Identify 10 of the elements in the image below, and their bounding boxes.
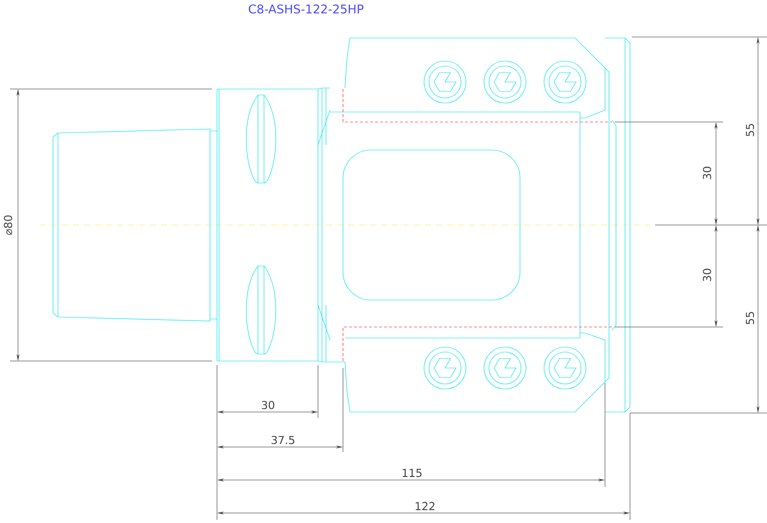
dimension-text: 55 bbox=[746, 124, 754, 136]
dimension-text: 115 bbox=[402, 468, 422, 478]
title: C8-ASHS-122-25HP bbox=[248, 4, 364, 14]
dimension-text: ⌀80 bbox=[4, 215, 12, 235]
dimension-text: 122 bbox=[416, 502, 434, 510]
dimension-text: 30 bbox=[702, 268, 712, 282]
dimension-text: 30 bbox=[262, 400, 274, 410]
dimension-text: 55 bbox=[746, 312, 754, 324]
dimension-text: 37.5 bbox=[272, 436, 294, 444]
dimension-text: 30 bbox=[702, 166, 712, 180]
